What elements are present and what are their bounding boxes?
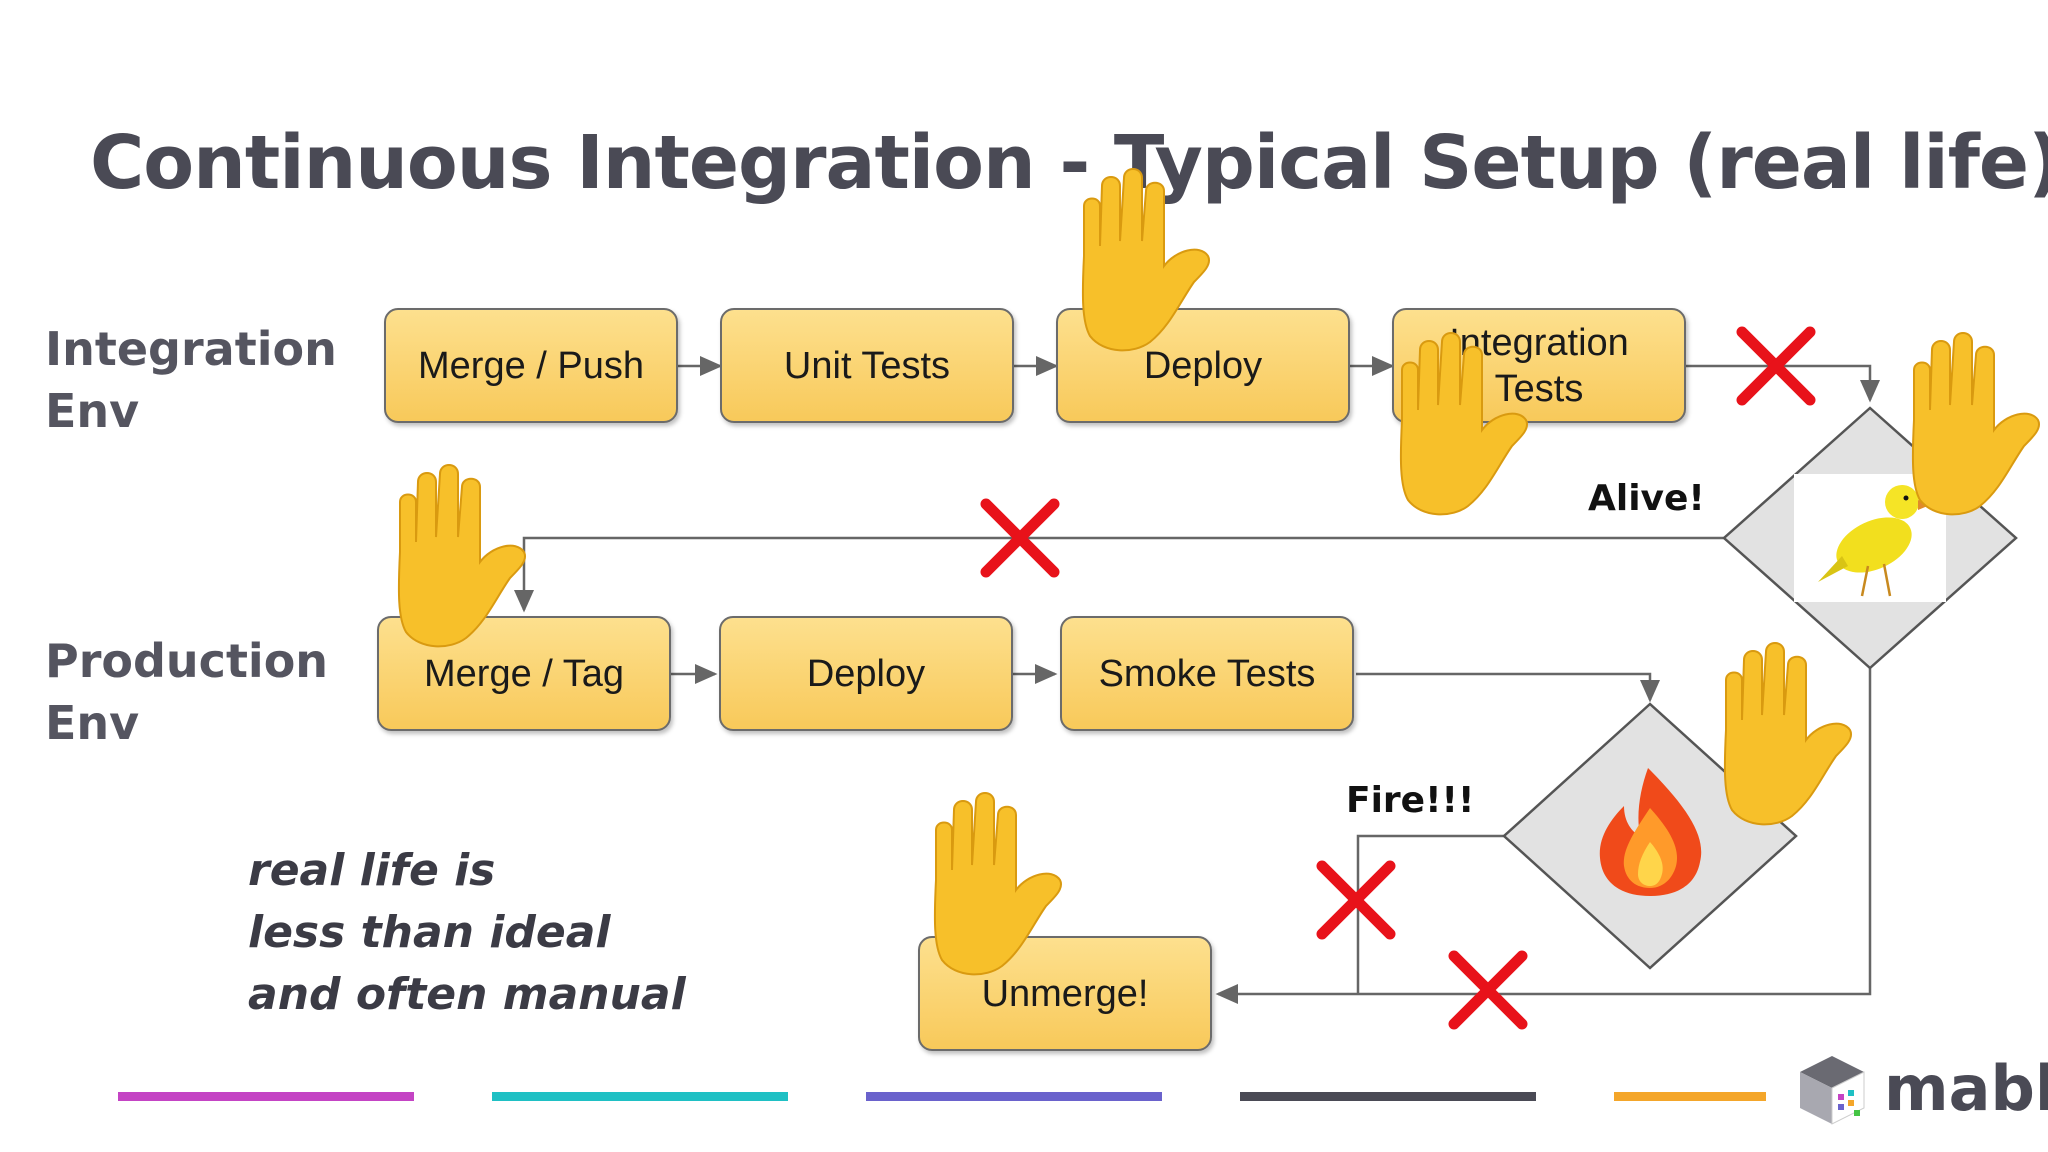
accent-bar-2	[492, 1092, 788, 1101]
slide-title: Continuous Integration - Typical Setup (…	[90, 120, 2048, 206]
production-env-label: Production Env	[45, 634, 329, 750]
deploy-production-step[interactable]: Deploy	[719, 616, 1013, 731]
raised-hand-icon	[933, 792, 1063, 976]
real-life-note: real life is less than ideal and often m…	[248, 845, 686, 1020]
red-x-icon	[986, 504, 1054, 572]
merge-push-step[interactable]: Merge / Push	[384, 308, 678, 423]
raised-hand-icon	[1723, 642, 1853, 826]
raised-hand-icon	[1911, 332, 2041, 516]
raised-hand-icon	[397, 464, 527, 648]
red-x-icon	[1454, 956, 1522, 1024]
smoke-tests-step[interactable]: Smoke Tests	[1060, 616, 1354, 731]
mabl-logo-icon	[1800, 1056, 1865, 1125]
unit-tests-step[interactable]: Unit Tests	[720, 308, 1014, 423]
accent-bar-5	[1614, 1092, 1766, 1101]
fire-label: Fire!!!	[1346, 780, 1475, 821]
red-x-icon	[1322, 866, 1390, 934]
alive-label: Alive!	[1588, 478, 1705, 519]
raised-hand-icon	[1081, 168, 1211, 352]
fire-icon	[1599, 768, 1702, 896]
accent-bar-1	[118, 1092, 414, 1101]
raised-hand-icon	[1399, 332, 1529, 516]
accent-bar-4	[1240, 1092, 1536, 1101]
red-x-icon	[1742, 332, 1810, 400]
mabl-logo-text: mabl	[1884, 1052, 2048, 1125]
accent-bar-3	[866, 1092, 1162, 1101]
integration-env-label: Integration Env	[45, 322, 337, 438]
